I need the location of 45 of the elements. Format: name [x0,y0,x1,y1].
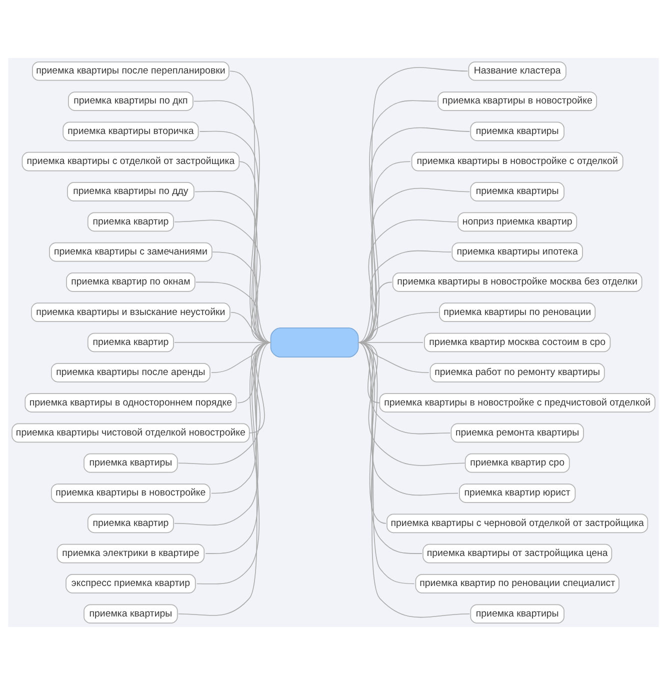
node-box: приемка квартиры [470,604,564,624]
node-box: приемка квартиры вторичка [62,121,199,141]
node-box: Название кластера [468,60,566,80]
connector [178,342,272,616]
connector [230,70,272,342]
node-box: приемка квартиры после аренды [51,362,210,382]
node-box: приемка квартиры в новостройке с предчистовой отделкой [379,392,656,412]
node-box: приемка квартиры в новостройке с отделкой [411,151,624,171]
node-box: приемка квартир по окнам [66,272,196,292]
node-box: приемка работ по ремонту квартиры [430,362,605,382]
node-box: приемка квартиры [470,121,564,141]
node-box: приемка квартир [87,332,174,352]
node-box: приемка квартиры [470,182,564,201]
node-box: экспресс приемка квартир [66,574,196,593]
node-box: приемка квартиры с отделкой от застройщика [22,151,240,171]
node-box: приемка квартир сро [464,452,570,472]
node-box: приемка квартиры в одностороннем порядке [24,392,237,412]
connector [174,342,272,526]
node-box: приемка квартиры после перепланировки [32,60,230,80]
connector [358,342,470,618]
node-box: приемка квартиры в новостройке москва без отделки [392,272,642,292]
node-box: приемка электрики в квартире [56,543,205,563]
connector [358,66,468,342]
node-box: приемка квартир [87,513,174,533]
node-box: приемка квартир по реновации специалист [415,574,620,593]
node-box: приемка квартиры по реновации [439,302,596,322]
node-box: приемка квартиры по дкп [68,91,194,110]
node-box: приемка квартиры от застройщика цена [422,543,612,563]
node-box: приемка квартиры с черновой отделкой от застройщика [386,513,648,533]
node-box: приемка ремонта квартиры [450,422,584,442]
node-box: приемка квартиры ипотека [452,242,583,262]
node-box: приемка квартиры чистовой отделкой новостройке [12,422,250,442]
node-box: приемка квартиры с замечаниями [49,242,212,262]
node-box: приемка квартир юрист [459,483,576,502]
node-box: приемка квартиры [84,604,178,624]
node-box: приемка квартиры и взыскание неустойки [31,302,230,322]
node-box: приемка квартиры по дду [67,182,194,201]
node-box: приемка квартиры в новостройке [51,483,210,502]
node-box [270,326,359,358]
node-box: приемка квартир [87,212,174,232]
node-box: приемка квартиры в новостройке [438,91,598,110]
node-box: приемка квартир москва состоим в сро [424,332,611,352]
node-box: приемка квартиры [84,452,178,472]
connector [196,342,272,584]
node-box: ноприз приемка квартир [458,212,578,232]
